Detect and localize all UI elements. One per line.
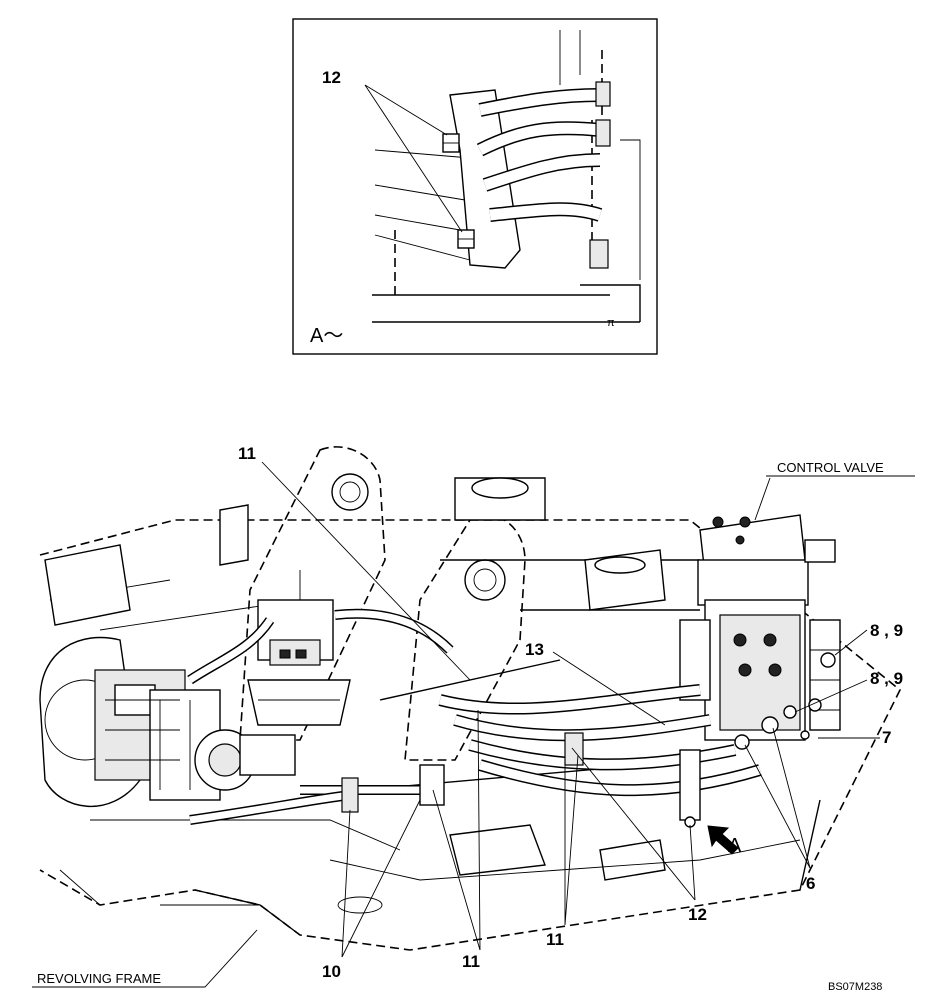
callout-10: 10 [322,962,341,981]
svg-text:π: π [607,317,615,329]
inset-view-a: 12 π A～ [292,18,658,355]
bolt-upper [442,133,460,153]
bolt-lower [457,229,475,249]
callout-leaders: CONTROL VALVE 11 13 8 , 9 8 , 9 7 6 12 1… [32,444,915,988]
arrow-a-label: A [728,835,742,857]
view-arrow-a [707,825,739,855]
callout-11-top: 11 [238,444,256,463]
callout-12: 12 [688,905,707,924]
inset-view-label: A～ [310,325,343,347]
callout-8-9-upper: 8 , 9 [870,621,903,640]
callout-7: 7 [882,728,891,747]
callout-11-right: 11 [546,930,564,949]
main-assembly: A [39,446,902,951]
callout-13: 13 [525,640,544,659]
figure-code: BS07M238 [828,981,882,993]
swing-motor [247,599,351,726]
inset-frame [292,18,658,355]
callout-6: 6 [806,874,815,893]
hose-bracket-12 [679,749,701,821]
revolving-frame-label: REVOLVING FRAME [37,971,161,986]
hose-clamp-10 [341,777,359,813]
callout-11-bottom: 11 [462,952,480,971]
callout-8-9-lower: 8 , 9 [870,669,903,688]
control-valve-label: CONTROL VALVE [777,460,884,475]
control-valve [679,514,841,741]
inset-callout-12: 12 [322,68,341,87]
hydraulic-pump [39,636,296,807]
hose-clamp-11 [419,764,445,806]
